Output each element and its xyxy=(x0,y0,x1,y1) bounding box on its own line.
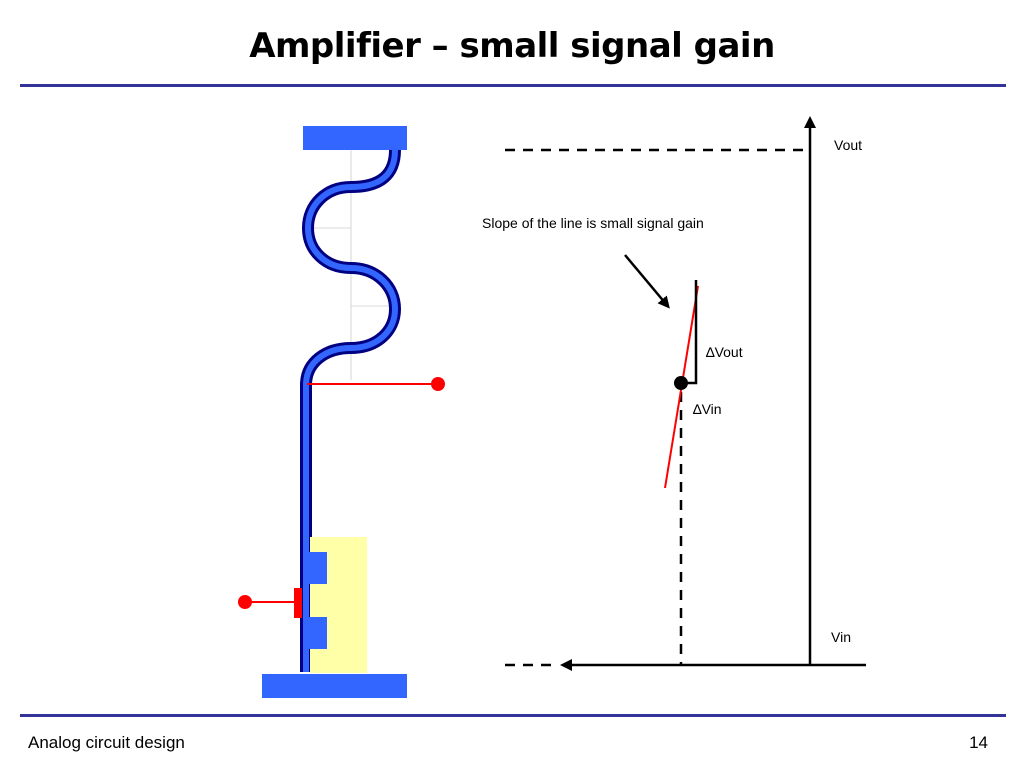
footer-divider xyxy=(20,714,1006,717)
vin-axis-label: Vin xyxy=(831,629,851,645)
vout-axis-label: Vout xyxy=(834,137,862,153)
load-resistor xyxy=(303,149,399,672)
footer-text: Analog circuit design xyxy=(28,733,185,752)
slope-caption: Slope of the line is small signal gain xyxy=(482,215,704,231)
page-number: 14 xyxy=(969,733,988,752)
caption-pointer-arrow xyxy=(624,254,670,309)
amplifier-layout xyxy=(238,126,445,698)
top-supply-rail xyxy=(303,126,407,150)
transfer-plot: Vout Vin Slope of the line is small sign… xyxy=(482,116,866,671)
gate xyxy=(294,588,302,618)
input-terminal[interactable] xyxy=(238,595,252,609)
drain-contact xyxy=(304,552,327,584)
bottom-ground-rail xyxy=(262,674,407,698)
slide-title: Amplifier – small signal gain xyxy=(249,26,775,66)
operating-point xyxy=(674,376,688,390)
output-terminal[interactable] xyxy=(431,377,445,391)
title-divider xyxy=(20,84,1006,87)
delta-vout-label: ∆Vout xyxy=(706,344,743,360)
source-contact xyxy=(304,617,327,649)
delta-vin-label: ∆Vin xyxy=(693,401,722,417)
